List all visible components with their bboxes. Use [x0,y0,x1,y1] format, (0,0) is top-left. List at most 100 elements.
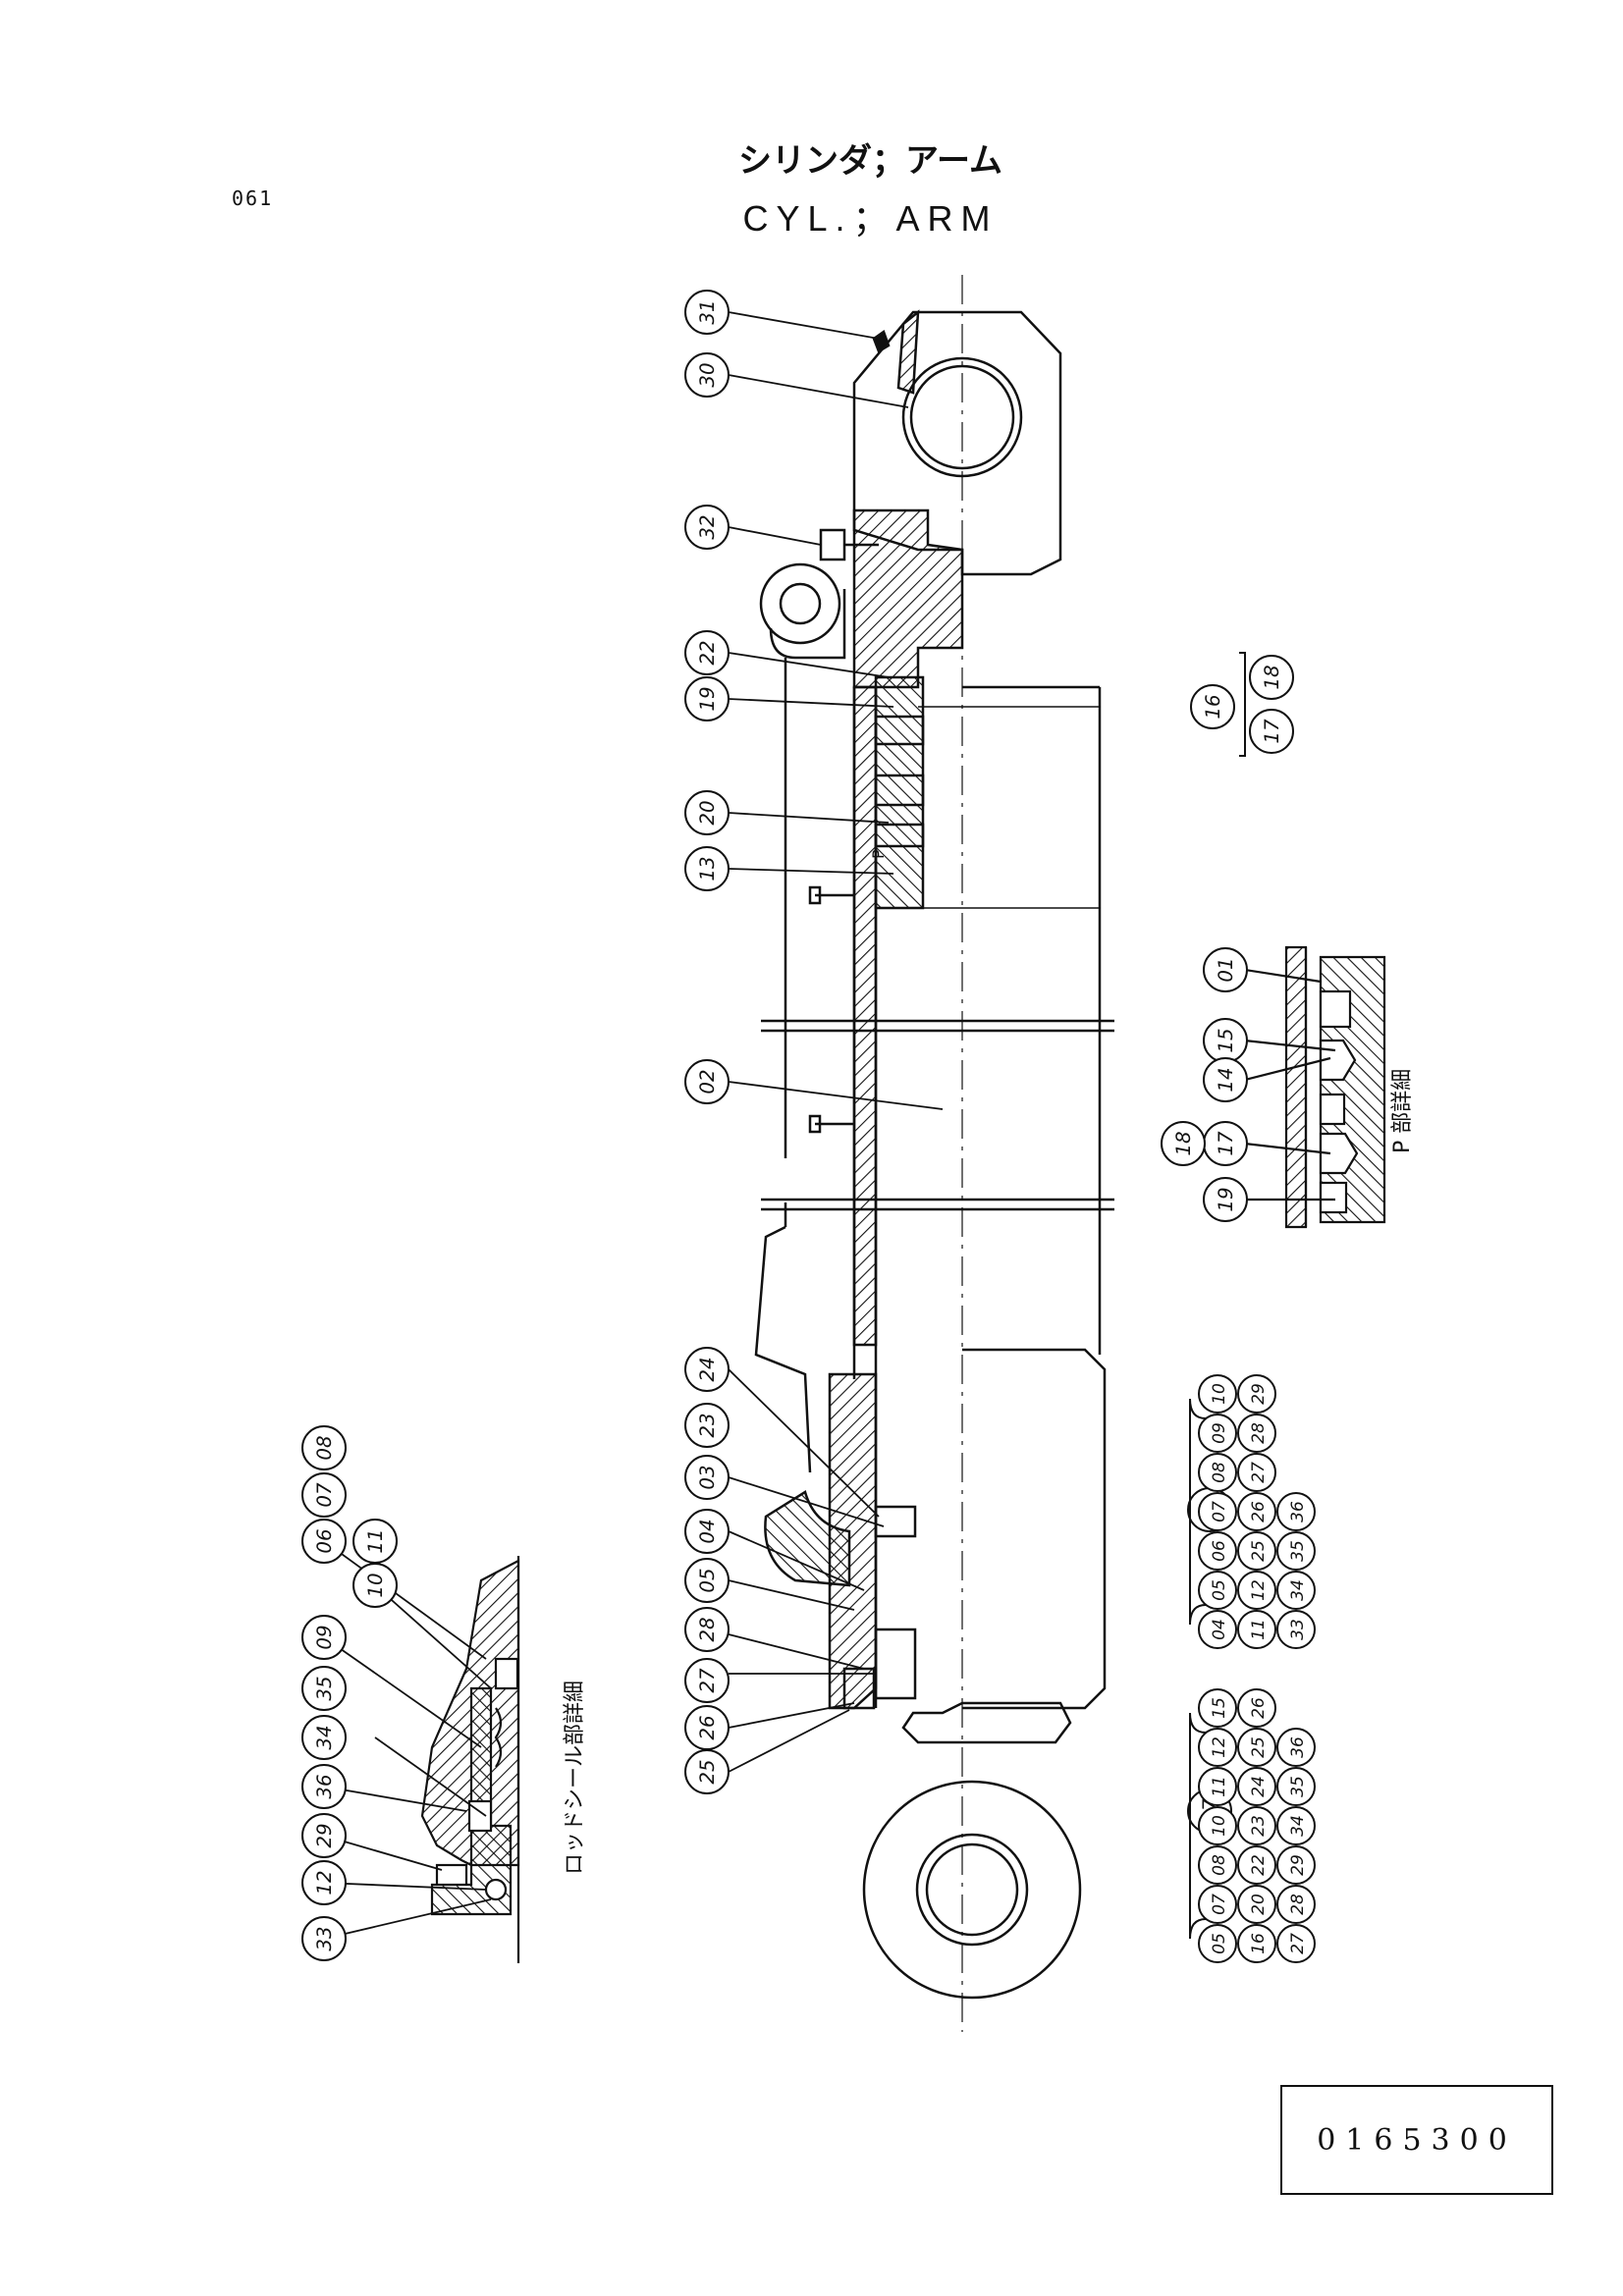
kit37-item-0-3-circle [1198,1806,1237,1845]
kit38-item-1-2-circle [1237,1531,1276,1571]
kit38-item-1-3-circle [1237,1492,1276,1531]
callout-20-5-label: 20 [696,800,719,825]
kit38-item-1-1: 12 [1237,1571,1276,1610]
kit37-item-1-2-circle [1237,1845,1276,1885]
kit38-item-0-1-label: 05 [1210,1579,1229,1601]
kit38-item-1-3: 26 [1237,1492,1276,1531]
callout-22-3-circle [684,630,730,675]
kit38-item-0-5-label: 09 [1210,1422,1229,1444]
kit38-item-0-2: 06 [1198,1531,1237,1571]
p-detail-leader-b [1244,1039,1336,1052]
callout-24-8: 24 [684,1347,730,1392]
rod-callout-09-5: 09 [301,1615,347,1660]
p-detail-ring-a [1319,989,1352,1029]
kit37-item-1-3-label: 23 [1249,1815,1269,1837]
kit-37: 3705070810111215162022232425262728293435… [1187,1688,1316,1963]
p-callout-01-circle [1203,947,1248,992]
kit16-parent-label: 16 [1202,694,1224,719]
callout-32-2-circle [684,505,730,550]
kit37-item-2-1-label: 28 [1288,1894,1308,1915]
kit38-item-0-2-circle [1198,1531,1237,1571]
kit37-item-2-3: 34 [1276,1806,1316,1845]
kit38-item-0-3-label: 07 [1210,1501,1229,1522]
callout-23-9-label: 23 [696,1413,719,1437]
callout-05-12-circle [684,1558,730,1603]
kit37-item-0-4-circle [1198,1767,1237,1806]
kit38-item-1-6-label: 29 [1249,1383,1269,1405]
kit37-item-1-3: 23 [1237,1806,1276,1845]
kit37-item-2-2-circle [1276,1845,1316,1885]
callout-32-2-label: 32 [696,514,719,539]
callout-04-11-label: 04 [696,1519,719,1543]
kit16-parent: 16 [1190,684,1235,729]
kit37-item-0-6-label: 15 [1210,1697,1229,1719]
kit38-item-2-0-circle [1276,1610,1316,1649]
rod-callout-06-2-circle [301,1519,347,1564]
p-detail-ring-e [1319,1181,1348,1214]
callout-32-2: 32 [684,505,730,550]
callout-23-9-circle [684,1403,730,1448]
rod-callout-06-2-label: 06 [313,1528,336,1553]
kit37-bracket [1189,1712,1207,1940]
bottom-cylinder-body [962,1348,1107,1710]
kit37-item-1-1-circle [1237,1885,1276,1924]
kit37-item-1-6: 26 [1237,1688,1276,1728]
p-detail-leader-c [1244,1056,1331,1082]
kit38-item-1-0: 11 [1237,1610,1276,1649]
kit38-item-2-3: 36 [1276,1492,1316,1531]
rod-callout-07-1-label: 07 [313,1482,336,1508]
callout-02-7-circle [684,1059,730,1104]
kit38-item-2-2-circle [1276,1531,1316,1571]
kit37-item-2-5: 36 [1276,1728,1316,1767]
document-number: 0165300 [1317,2122,1517,2158]
gland-elbow [764,1490,851,1587]
kit37-item-2-4-label: 35 [1288,1776,1308,1797]
callout-19-4-circle [684,676,730,721]
kit37-item-2-2-label: 29 [1288,1854,1308,1876]
kit38-item-0-5-circle [1198,1414,1237,1453]
kit38-item-1-6: 29 [1237,1374,1276,1414]
p-detail-view [1244,945,1386,1229]
p-marker-main: P [869,849,888,859]
bottom-eye-inner [925,1842,1019,1937]
kit37-item-0-4-label: 11 [1210,1776,1229,1797]
rod-callout-34-7: 34 [301,1715,347,1760]
kit38-item-1-5-circle [1237,1414,1276,1453]
callout-23-9: 23 [684,1403,730,1448]
kit37-item-0-5-circle [1198,1728,1237,1767]
callout-25-16-label: 25 [696,1759,719,1784]
bottom-eye-bushing [915,1833,1029,1947]
kit38-item-2-2-label: 35 [1288,1540,1308,1562]
rod-callout-09-5-circle [301,1615,347,1660]
kit38-item-2-1: 34 [1276,1571,1316,1610]
kit37-item-0-2-label: 08 [1210,1854,1229,1876]
kit38-item-0-3-circle [1198,1492,1237,1531]
kit37-item-2-5-circle [1276,1728,1316,1767]
p-callout-15: 15 [1203,1018,1248,1063]
rod-callout-33-11: 33 [301,1916,347,1961]
p-callout-14-label: 14 [1215,1067,1237,1092]
kit38-item-0-6: 10 [1198,1374,1237,1414]
kit37-item-0-0: 05 [1198,1924,1237,1963]
kit37-item-2-2: 29 [1276,1845,1316,1885]
p-callout-19-circle [1203,1177,1248,1222]
kit37-item-2-0: 27 [1276,1924,1316,1963]
kit37-item-2-3-label: 34 [1288,1815,1308,1837]
kit38-item-1-5: 28 [1237,1414,1276,1453]
kit38-item-1-4-circle [1237,1453,1276,1492]
rod-callout-11-3: 11 [352,1519,398,1564]
kit38-item-1-2-label: 25 [1249,1540,1269,1562]
callout-20-5-circle [684,790,730,835]
callout-27-14-circle [684,1658,730,1703]
rod-callout-35-6: 35 [301,1666,347,1711]
p-callout-14: 14 [1203,1057,1248,1102]
kit37-item-1-1: 20 [1237,1885,1276,1924]
main-cylinder-assembly: P [754,275,1114,2032]
kit38-item-0-6-circle [1198,1374,1237,1414]
rod-callout-09-5-label: 09 [313,1625,336,1649]
callout-28-13-circle [684,1607,730,1652]
kit37-item-1-6-label: 26 [1249,1697,1269,1719]
rod-callout-33-11-circle [301,1916,347,1961]
